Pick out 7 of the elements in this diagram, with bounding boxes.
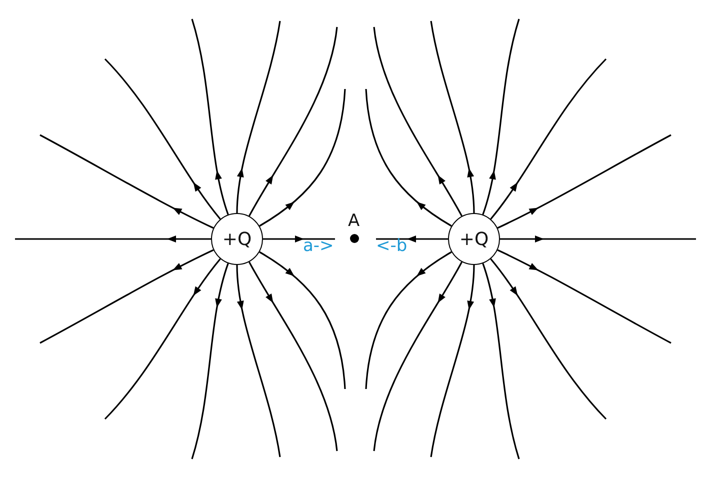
charge-circle xyxy=(211,213,263,265)
direction-label: <-b xyxy=(376,236,408,256)
direction-label: a-> xyxy=(303,236,334,256)
point-label: A xyxy=(348,211,360,231)
charge-circle xyxy=(448,213,500,265)
charge-label: +Q xyxy=(459,228,489,250)
charge-label: +Q xyxy=(222,228,252,250)
